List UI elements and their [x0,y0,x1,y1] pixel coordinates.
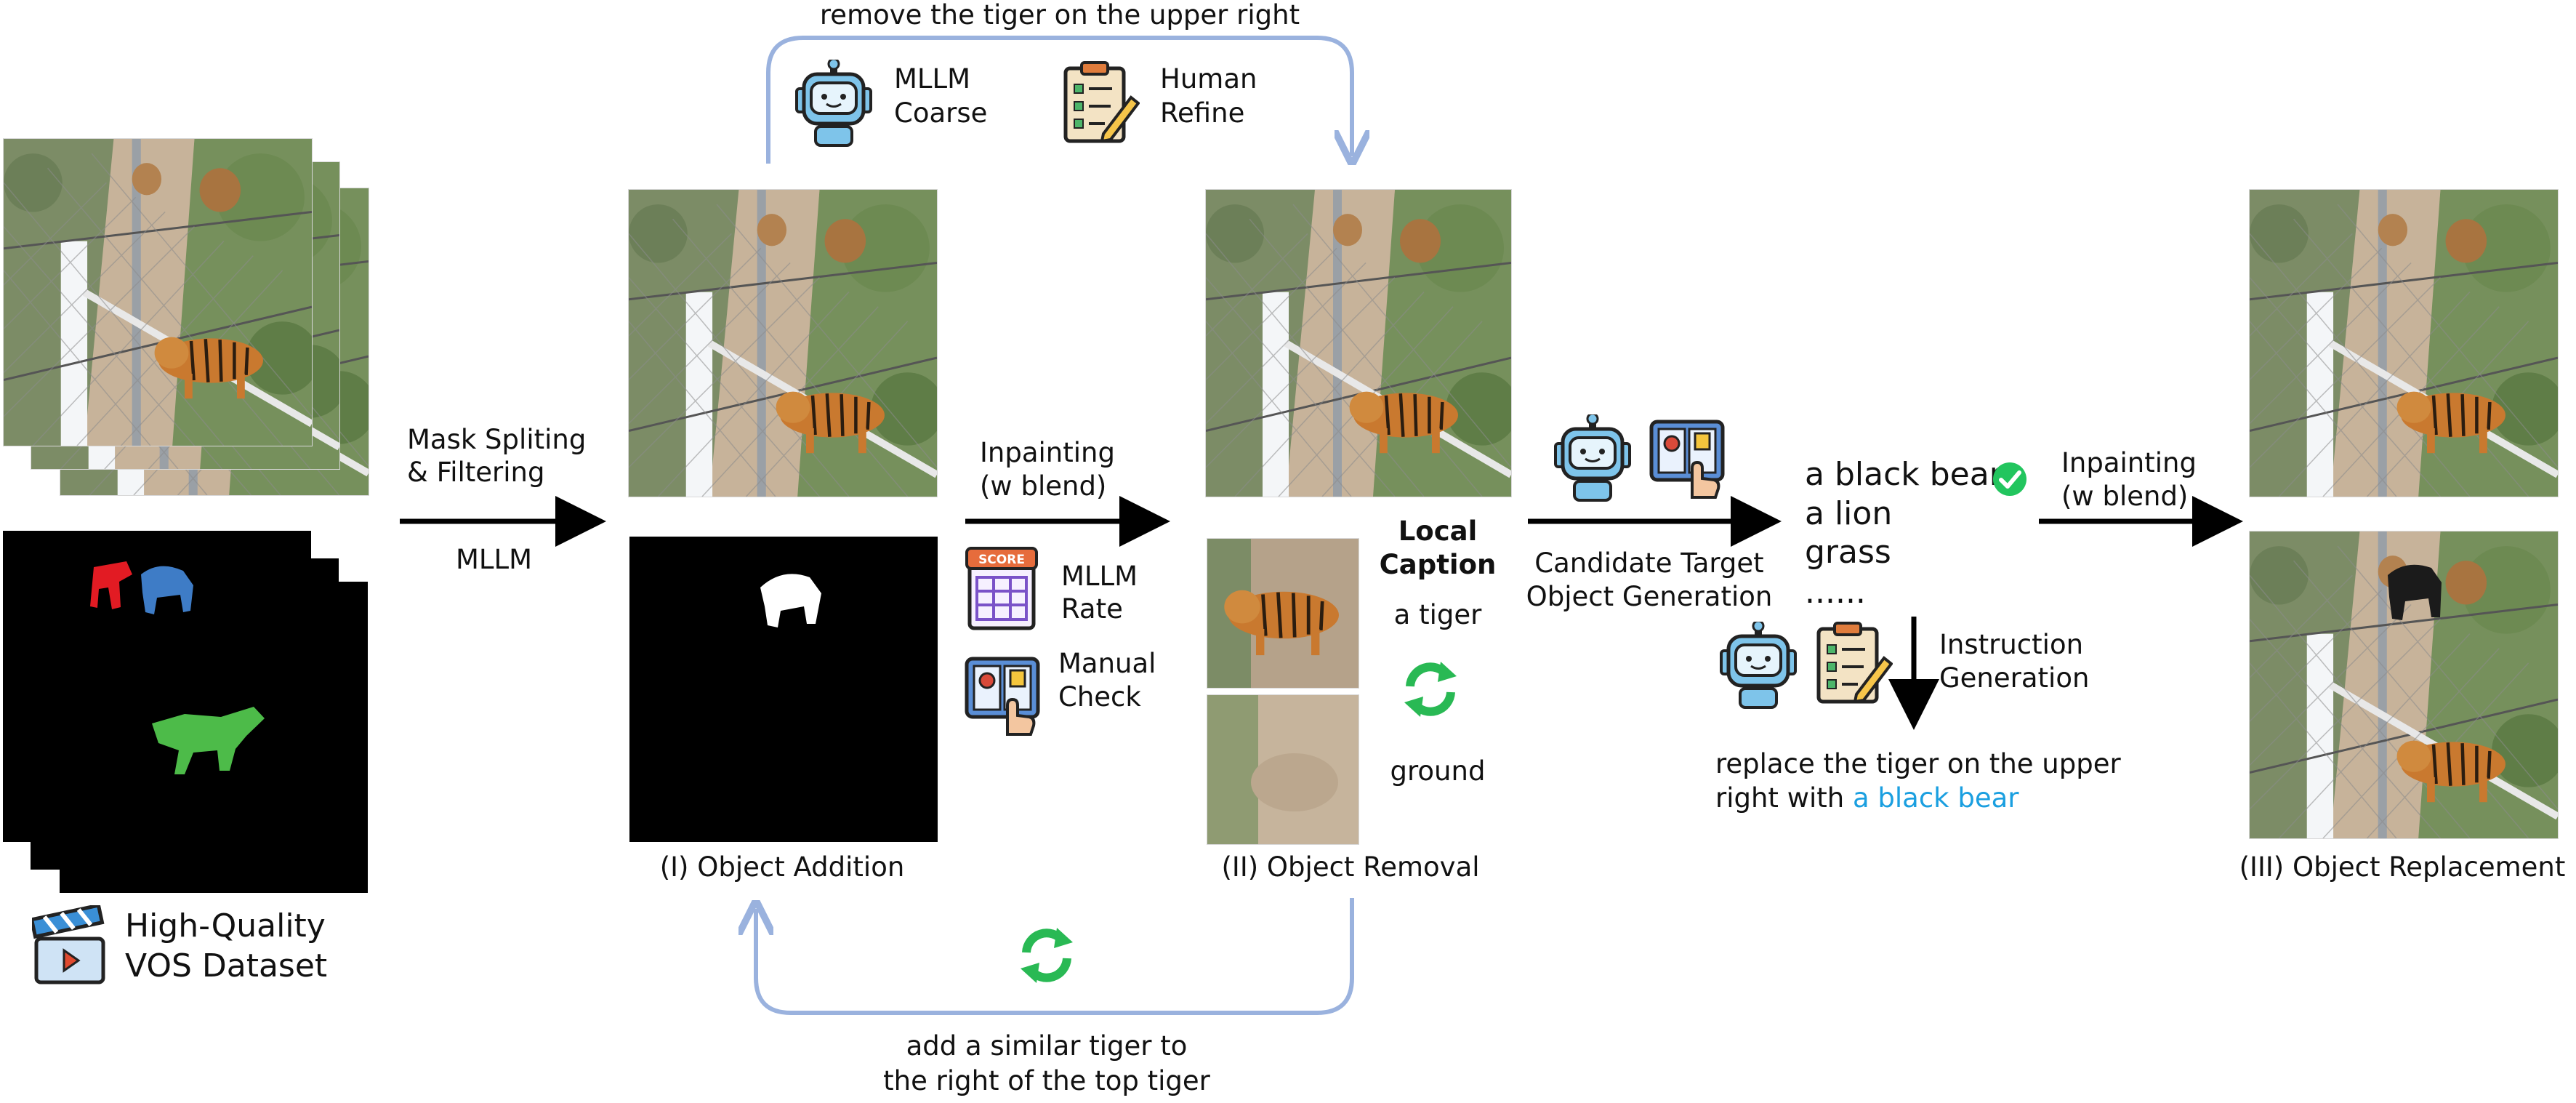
score-badge-text: SCORE [978,553,1025,567]
dataset-frame-front [3,138,313,446]
object-addition-label: (I) Object Addition [659,851,905,883]
removal-frame [1205,189,1512,497]
human-refine-line1: Human [1160,63,1257,95]
filtering-label: & Filtering [407,457,545,488]
green-animal-mask [152,707,265,774]
replacement-frame-top [2249,189,2559,497]
tiger-crop [1207,538,1359,689]
mllm-coarse-line1: MLLM [894,63,971,95]
dataset-label-line2: VOS Dataset [125,947,328,984]
mllm-rate-line1: MLLM [1061,561,1138,592]
replacement-frame-bottom [2249,531,2559,839]
local-caption-item-ground: ground [1390,755,1486,787]
object-replacement-label: (III) Object Replacement [2239,851,2566,883]
object-lion: a lion [1805,495,1893,532]
human-refine-line2: Refine [1160,97,1245,129]
object-grass: grass [1805,534,1891,571]
robot-icon-candidate [1554,414,1631,502]
dataset-label-line1: High-Quality [125,907,326,944]
robot-icon-instruction [1720,622,1797,709]
black-bear [2388,564,2442,620]
blend-label-2: (w blend) [2061,481,2189,512]
manual-check-icon [965,657,1040,736]
score-sheet-icon: SCORE [965,547,1038,630]
remove-instruction: remove the tiger on the upper right [819,0,1300,31]
replace-instruction-highlight: a black bear [1852,782,2019,814]
addition-mask [629,537,938,842]
candidate-label-line2: Object Generation [1526,581,1773,612]
inpainting-label-1: Inpainting [980,437,1115,468]
instruction-generation-line2: Generation [1939,662,2090,694]
white-tiger-mask [760,574,821,627]
ground-crop [1207,694,1359,845]
local-caption-title-line1: Local [1398,516,1478,547]
add-instruction-line1: add a similar tiger to [906,1030,1188,1062]
mask-spliting-label: Mask Spliting [407,424,587,455]
add-instruction-line2: the right of the top tiger [883,1065,1210,1096]
manual-check-line1: Manual [1058,648,1156,679]
robot-icon [795,60,872,147]
blue-animal-mask [141,566,193,614]
refresh-icon-bottom [1021,928,1073,983]
replace-instruction-line1: replace the tiger on the upper [1715,748,2121,779]
mllm-coarse-line2: Coarse [894,97,988,129]
object-more: ...... [1805,574,1866,611]
object-black-bear: a black bear [1805,456,2003,493]
manual-check-icon-candidate [1649,420,1725,499]
replace-instruction-prefix: right with [1715,782,1853,814]
local-caption-item-tiger: a tiger [1393,599,1482,630]
refresh-icon [1404,662,1457,717]
clapperboard-icon [32,905,105,984]
dataset-mask-front [3,531,311,842]
local-caption-title-line2: Caption [1379,549,1497,580]
candidate-label-line1: Candidate Target [1534,548,1764,579]
mllm-label: MLLM [456,544,533,575]
inpainting-label-2: Inpainting [2061,447,2197,478]
replace-instruction-line2: right with a black bear [1715,782,2019,815]
object-removal-label: (II) Object Removal [1221,851,1480,883]
red-animal-mask [90,561,132,609]
clipboard-pencil-icon-instruction [1816,622,1893,704]
blend-label-1: (w blend) [980,470,1107,502]
instruction-generation-line1: Instruction [1939,629,2084,660]
mllm-rate-line2: Rate [1061,593,1123,625]
clipboard-pencil-icon [1063,61,1140,143]
check-circle-icon [1993,462,2026,496]
addition-frame [628,189,938,497]
manual-check-line2: Check [1058,681,1141,713]
